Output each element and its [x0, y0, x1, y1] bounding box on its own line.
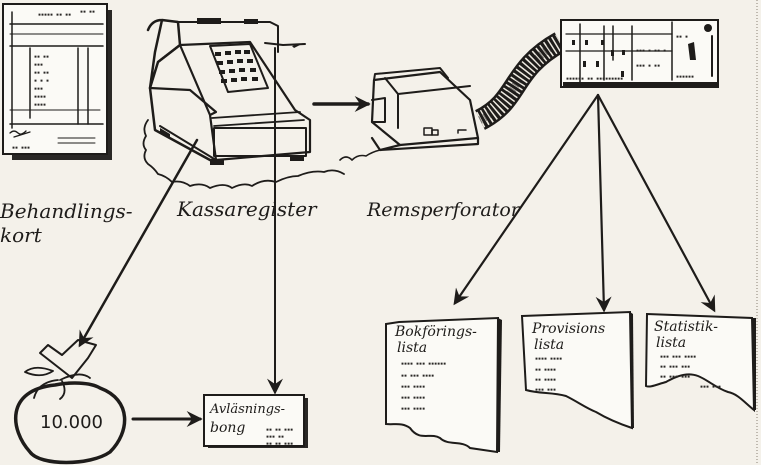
cash-register — [142, 18, 345, 189]
svg-text:▪▪ ▪▪▪ ▪▪▪: ▪▪ ▪▪▪ ▪▪▪ — [660, 364, 690, 370]
svg-text:▪▪▪ ▪▪▪ ▪▪▪▪: ▪▪▪ ▪▪▪ ▪▪▪▪ — [660, 354, 696, 360]
svg-text:▪▪▪▪: ▪▪▪▪ — [34, 94, 46, 100]
treatment-card-label-line1: Behandlings- — [0, 199, 133, 223]
svg-text:▪▪▪▪ ▪▪▪▪: ▪▪▪▪ ▪▪▪▪ — [535, 356, 562, 362]
svg-text:▪▪ ▪▪ ▪▪▪: ▪▪ ▪▪ ▪▪▪ — [266, 441, 293, 447]
tape-punch-label: Remsperforator — [366, 199, 522, 221]
tape-punch — [339, 67, 480, 161]
punched-tape — [474, 32, 566, 130]
svg-text:▪▪ ▪▪▪ ▪▪▪: ▪▪ ▪▪▪ ▪▪▪ — [660, 374, 690, 380]
arrow-tabulator-to-accounting-list — [453, 93, 600, 306]
svg-text:▪▪▪: ▪▪▪ — [34, 62, 43, 68]
commission-list-label-line2: lista — [534, 337, 564, 353]
svg-text:▪▪▪: ▪▪▪ — [34, 86, 43, 92]
svg-text:▪▪ ▪▪ ▪▪▪: ▪▪ ▪▪ ▪▪▪ — [266, 427, 293, 433]
statistics-list-label-line2: lista — [656, 335, 686, 351]
svg-text:▪▪▪ ▪ ▪▪: ▪▪▪ ▪ ▪▪ — [636, 63, 660, 69]
reading-slip-label-line2: bong — [210, 420, 245, 436]
svg-text:▪▪▪ ▪▪▪▪: ▪▪▪ ▪▪▪▪ — [401, 406, 425, 412]
arrow-tabulator-to-commission-list — [595, 93, 612, 313]
svg-text:▪▪▪▪▪ ▪▪ ▪▪: ▪▪▪▪▪ ▪▪ ▪▪ — [38, 12, 71, 18]
treatment-card-label-line2: kort — [0, 223, 43, 247]
svg-text:▪▪▪▪▪▪: ▪▪▪▪▪▪ — [676, 74, 694, 80]
commission-list: ▪▪▪▪ ▪▪▪▪ ▪▪ ▪▪▪▪ ▪▪ ▪▪▪▪ ▪▪▪ ▪▪▪ — [520, 310, 634, 430]
svg-text:▪▪ ▪▪▪▪: ▪▪ ▪▪▪▪ — [535, 377, 556, 383]
money-bag — [14, 339, 127, 465]
svg-text:▪▪▪ ▪ ▪▪ ▪: ▪▪▪ ▪ ▪▪ ▪ — [636, 48, 666, 54]
svg-text:▪▪▪ ▪▪: ▪▪▪ ▪▪ — [266, 434, 284, 440]
arrow-register-to-bag — [78, 138, 199, 348]
svg-text:▪▪▪ ▪▪▪: ▪▪▪ ▪▪▪ — [700, 384, 721, 390]
accounting-list-label-line2: lista — [397, 340, 427, 356]
money-bag-amount: 10.000 — [40, 412, 103, 433]
statistics-list: ▪▪▪ ▪▪▪ ▪▪▪▪ ▪▪ ▪▪▪ ▪▪▪ ▪▪ ▪▪▪ ▪▪▪ ▪▪▪ ▪… — [644, 312, 756, 413]
treatment-card: ▪▪▪▪▪ ▪▪ ▪▪ ▪▪ ▪▪ ▪▪ ▪▪ ▪▪▪ ▪▪ ▪▪ ▪ ▪ ▪ … — [2, 3, 112, 160]
tabulator: ▪▪▪ ▪ ▪▪ ▪ ▪▪▪ ▪ ▪▪ ▪▪▪▪▪▪ ▪▪ ▪▪▪▪▪▪▪▪▪ … — [560, 19, 719, 88]
svg-text:▪▪▪▪: ▪▪▪▪ — [34, 102, 46, 108]
svg-text:▪▪ ▪▪▪ ▪▪▪▪: ▪▪ ▪▪▪ ▪▪▪▪ — [401, 373, 434, 379]
accounting-list: ▪▪▪▪ ▪▪▪ ▪▪▪▪▪▪ ▪▪ ▪▪▪ ▪▪▪▪ ▪▪▪ ▪▪▪▪ ▪▪▪… — [385, 316, 502, 454]
svg-text:▪▪▪▪▪▪ ▪▪ ▪▪▪▪▪▪▪▪▪: ▪▪▪▪▪▪ ▪▪ ▪▪▪▪▪▪▪▪▪ — [566, 76, 623, 82]
svg-text:▪▪▪ ▪▪▪: ▪▪▪ ▪▪▪ — [535, 387, 556, 393]
svg-text:▪▪ ▪▪: ▪▪ ▪▪ — [34, 54, 49, 60]
svg-text:▪▪ ▪▪: ▪▪ ▪▪ — [34, 70, 49, 76]
svg-text:▪▪▪ ▪▪▪▪: ▪▪▪ ▪▪▪▪ — [401, 395, 425, 401]
svg-text:▪▪ ▪▪: ▪▪ ▪▪ — [80, 9, 95, 15]
svg-text:▪▪ ▪▪▪: ▪▪ ▪▪▪ — [12, 145, 30, 151]
svg-text:▪ ▪ ▪: ▪ ▪ ▪ — [34, 78, 49, 84]
svg-text:▪▪ ▪▪▪▪: ▪▪ ▪▪▪▪ — [535, 367, 556, 373]
cash-register-label: Kassaregister — [176, 197, 318, 221]
svg-text:▪▪▪ ▪▪▪▪: ▪▪▪ ▪▪▪▪ — [401, 384, 425, 390]
statistics-list-label-line1: Statistik- — [654, 319, 718, 335]
svg-text:▪▪▪▪ ▪▪▪ ▪▪▪▪▪▪: ▪▪▪▪ ▪▪▪ ▪▪▪▪▪▪ — [401, 361, 446, 367]
accounting-list-label-line1: Bokförings- — [394, 324, 477, 340]
arrow-tabulator-to-statistics-list — [596, 93, 716, 313]
edges — [78, 47, 716, 427]
reading-slip: ▪▪ ▪▪ ▪▪▪ ▪▪▪ ▪▪ ▪▪ ▪▪ ▪▪▪ — [203, 394, 308, 448]
svg-text:▪▪ ▪: ▪▪ ▪ — [676, 34, 688, 40]
commission-list-label-line1: Provisions — [531, 321, 605, 337]
reading-slip-label-line1: Avläsnings- — [209, 402, 285, 417]
